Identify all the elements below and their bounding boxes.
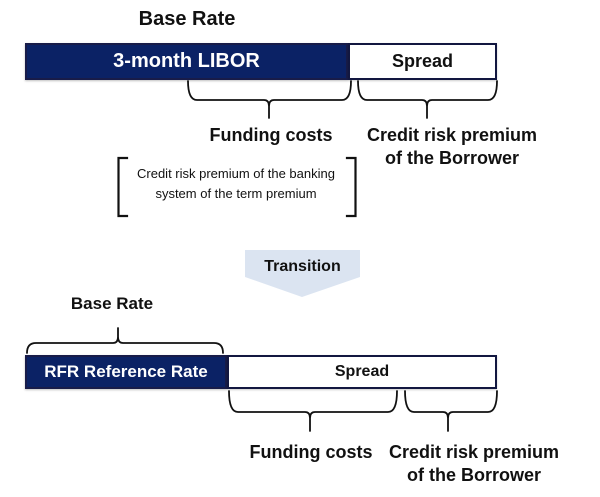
credit-risk-label-bottom: Credit risk premium of the Borrower (388, 442, 560, 485)
spread-box-top: Spread (348, 43, 497, 80)
spread-label-bottom: Spread (334, 363, 390, 380)
banking-credit-risk-note: Credit risk premium of the banking syste… (137, 166, 335, 201)
spread-label-top: Spread (391, 51, 454, 71)
spread-box-bottom: Spread (227, 355, 497, 389)
base-rate-label-bottom: Base Rate (70, 294, 154, 313)
libor-bar-segment: 3-month LIBOR (25, 43, 348, 80)
rfr-bar-segment: RFR Reference Rate (25, 355, 227, 389)
rfr-bar-label: RFR Reference Rate (44, 362, 208, 381)
funding-costs-label-top: Funding costs (209, 125, 333, 145)
brace-credit-risk-bottom (404, 390, 498, 432)
base-rate-label-top: Base Rate (138, 8, 236, 30)
credit-risk-label-top: Credit risk premium of the Borrower (366, 125, 538, 168)
brace-funding-costs-top (187, 80, 352, 119)
funding-costs-label-bottom: Funding costs (249, 442, 373, 462)
libor-bar-label: 3-month LIBOR (113, 50, 260, 72)
brace-base-rate-bottom (26, 327, 224, 354)
brace-funding-costs-bottom (228, 390, 398, 432)
brace-credit-risk-top (357, 80, 498, 119)
transition-label: Transition (264, 258, 341, 275)
